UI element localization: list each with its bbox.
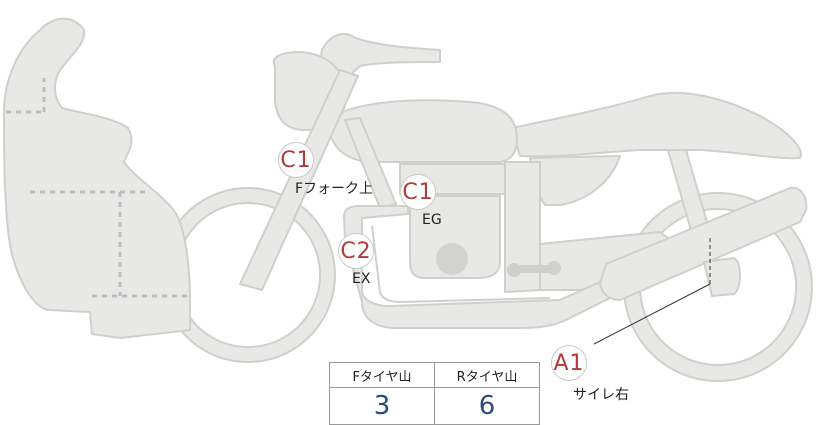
engine-lower xyxy=(409,195,501,279)
a1-leader-line xyxy=(593,283,711,345)
c2-exhaust-marker[interactable]: C2 xyxy=(338,233,374,269)
seat xyxy=(511,91,802,160)
c1-fork-marker[interactable]: C1 xyxy=(278,142,314,178)
front-tire-header: Fタイヤ山 xyxy=(329,362,435,388)
muffler-end xyxy=(703,257,741,297)
rear-tire-header: Rタイヤ山 xyxy=(434,362,540,388)
rear-peg-bar xyxy=(514,265,554,273)
c1-engine-caption: EG xyxy=(422,212,442,228)
frame-tube xyxy=(344,117,397,209)
front-tire-value: 3 xyxy=(329,387,435,425)
muffler xyxy=(599,186,808,301)
exhaust-pipe xyxy=(343,205,611,329)
engine-clutch-cover xyxy=(436,243,468,275)
tire-tread-value-row: 3 6 xyxy=(329,387,540,425)
c1-engine-marker[interactable]: C1 xyxy=(400,174,436,210)
c1-engine-label: C1 xyxy=(402,179,434,205)
rear-tire-value: 6 xyxy=(434,387,540,425)
a1-muffler-marker[interactable]: A1 xyxy=(551,345,587,381)
tire-tread-header-row: Fタイヤ山 Rタイヤ山 xyxy=(329,362,540,388)
c1-fork-caption: Fフォーク上 xyxy=(295,181,374,197)
front-fork xyxy=(239,69,359,291)
c2-exhaust-label: C2 xyxy=(340,238,372,264)
fuel-tank xyxy=(328,99,518,163)
c2-exhaust-caption: EX xyxy=(352,271,371,287)
a1-muffler-label: A1 xyxy=(553,350,585,376)
a1-muffler-caption: サイレ右 xyxy=(573,387,629,403)
tire-tread-table: Fタイヤ山 Rタイヤ山 3 6 xyxy=(329,362,540,425)
front-cowl xyxy=(3,17,191,339)
frame-lower xyxy=(504,161,541,293)
c1-fork-label: C1 xyxy=(280,147,312,173)
exhaust-inner xyxy=(371,225,551,303)
side-cover xyxy=(529,155,621,206)
